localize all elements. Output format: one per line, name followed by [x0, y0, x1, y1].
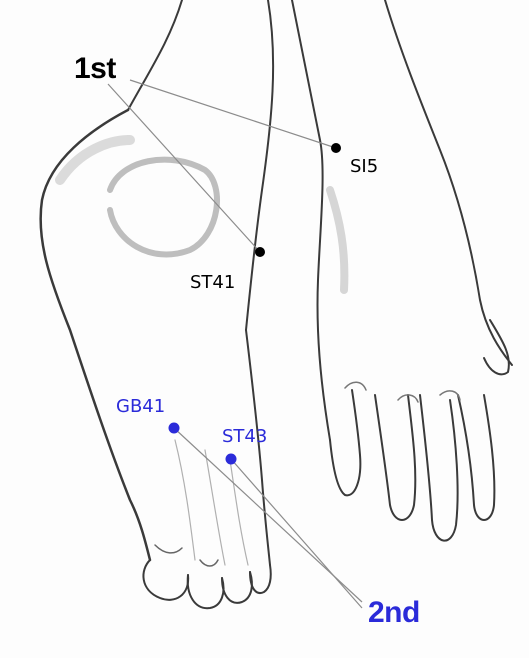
pointer-2nd-to-st43	[231, 459, 362, 608]
st41-marker	[255, 247, 265, 257]
point-label-gb41: GB41	[116, 398, 165, 416]
gb41-marker	[169, 423, 180, 434]
si5-marker	[331, 143, 341, 153]
big-toe	[143, 560, 188, 600]
point-label-st43: ST43	[222, 428, 267, 446]
ankle-shading	[110, 160, 217, 255]
arm-outline-left	[292, 0, 330, 440]
instep-line	[246, 330, 270, 565]
leg-outline-right	[246, 0, 273, 330]
pointer-1st-to-si5	[130, 80, 336, 148]
finger-4	[458, 395, 494, 520]
finger-1	[330, 390, 360, 495]
st43-marker	[226, 454, 237, 465]
toe-tendons	[175, 440, 248, 565]
arm-outline-right	[385, 0, 512, 365]
group-label-first: 1st	[74, 54, 116, 84]
group-label-second: 2nd	[368, 598, 420, 628]
point-label-si5: SI5	[350, 158, 378, 176]
leg-outline-left	[128, 0, 182, 110]
knuckles	[345, 382, 460, 402]
toe-4	[250, 565, 271, 593]
finger-3	[420, 395, 458, 541]
finger-2	[375, 395, 415, 520]
wrist-shading	[330, 190, 344, 290]
toe-3	[222, 572, 252, 603]
toe-2	[188, 575, 224, 608]
thumb	[484, 320, 509, 374]
toe-nails	[155, 545, 218, 566]
point-label-st41: ST41	[190, 274, 235, 292]
